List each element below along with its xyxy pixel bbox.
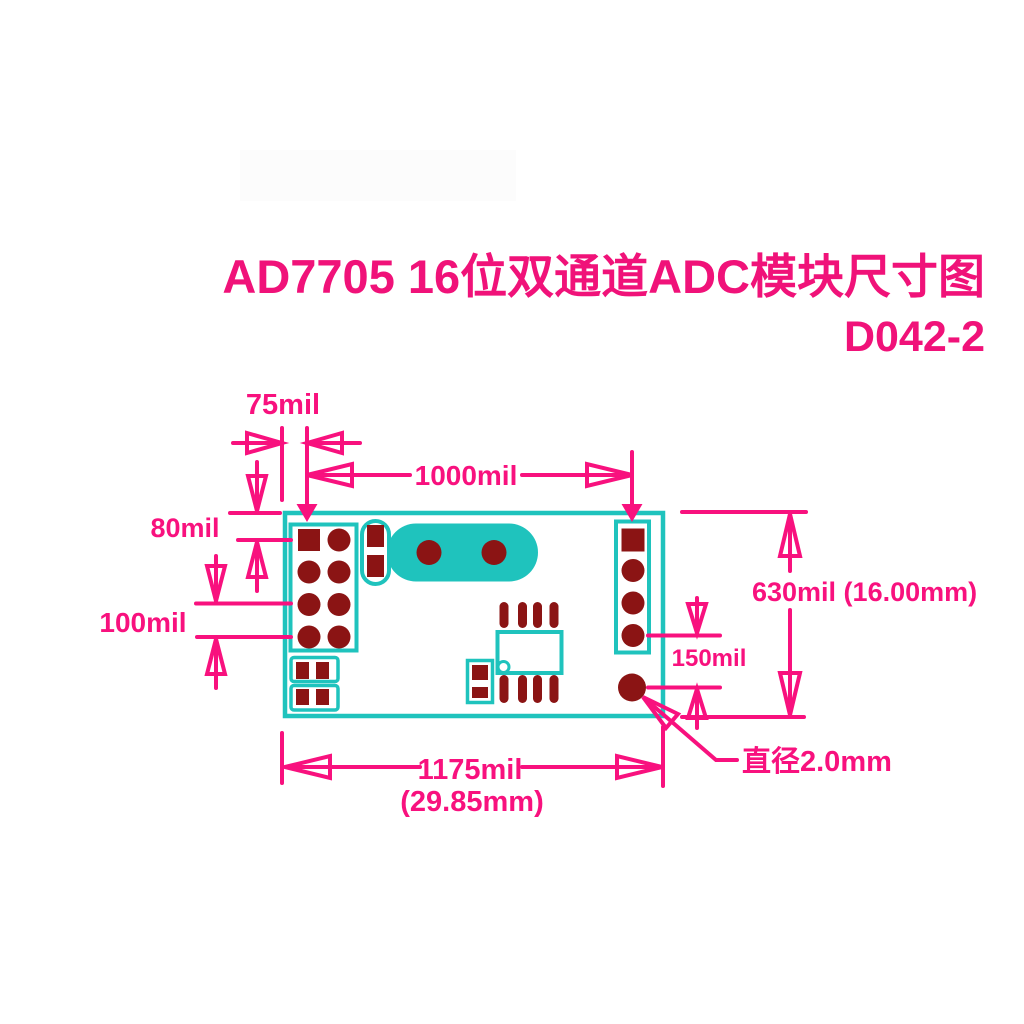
dim-width-mm-label: (29.85mm) bbox=[400, 786, 543, 818]
dim-1175mil-label: 1175mil bbox=[418, 754, 523, 786]
mounting-hole bbox=[618, 673, 646, 702]
watermark-remnant bbox=[240, 150, 516, 201]
dim-630mil-label: 630mil (16.00mm) bbox=[752, 577, 977, 607]
labels: AD7705 16位双通道ADC模块尺寸图 D042-2 75mil 1000m… bbox=[99, 250, 985, 818]
dim-75mil-lines bbox=[231, 426, 362, 522]
dim-150mil-lines bbox=[646, 596, 722, 730]
ic-pin1-marker bbox=[496, 660, 511, 674]
smd-pad-group-bottom-left bbox=[289, 655, 340, 712]
left-header-connector bbox=[288, 522, 359, 653]
dim-1000mil-lines bbox=[305, 450, 643, 522]
dim-80mil-label: 80mil bbox=[150, 513, 219, 543]
dim-1000mil-label: 1000mil bbox=[415, 460, 518, 491]
dimension-annotations bbox=[194, 426, 808, 788]
stadium-hole-right bbox=[481, 540, 507, 565]
dim-100mil-lines bbox=[194, 554, 293, 690]
pin1-square-pad bbox=[621, 528, 645, 552]
diagram-title: AD7705 16位双通道ADC模块尺寸图 bbox=[222, 250, 985, 303]
stadium-hole-left bbox=[416, 540, 442, 565]
passive-2pad-footprint bbox=[465, 658, 495, 705]
copper-stadium-area bbox=[387, 523, 538, 582]
hole-diameter-label: 直径2.0mm bbox=[742, 745, 892, 778]
oval-2pad-footprint bbox=[360, 519, 391, 586]
pcb-board bbox=[282, 510, 666, 719]
diagram-model-number: D042-2 bbox=[844, 313, 985, 361]
ic-footprint bbox=[495, 602, 564, 703]
right-header-connector bbox=[614, 519, 651, 655]
dim-150mil-label: 150mil bbox=[672, 645, 747, 672]
dim-1175mil-lines bbox=[280, 725, 665, 788]
dim-630mil-lines bbox=[680, 510, 808, 719]
dim-80mil-lines bbox=[228, 460, 293, 593]
dim-100mil-label: 100mil bbox=[99, 607, 186, 638]
hole-diameter-leader bbox=[641, 695, 739, 762]
dim-75mil-label: 75mil bbox=[246, 389, 320, 421]
pin1-square-pad bbox=[298, 529, 320, 551]
